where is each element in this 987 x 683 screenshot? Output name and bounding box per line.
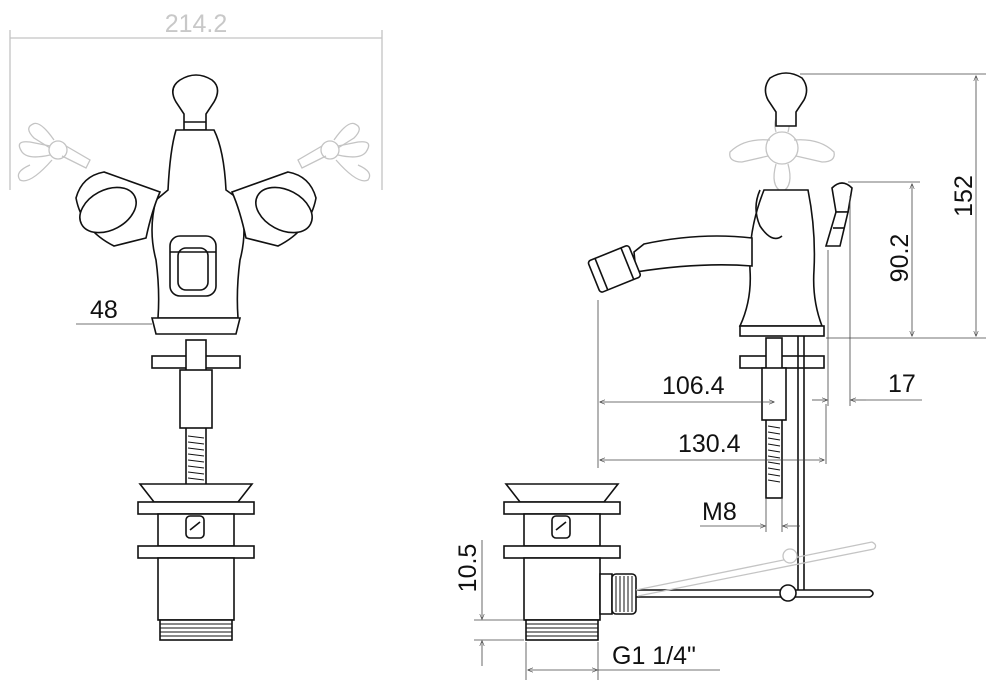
spout-reach-dimension: 106.4: [597, 300, 774, 468]
base-diameter-label: 48: [90, 296, 118, 324]
ghost-linkage: [635, 541, 877, 597]
overall-width-label: 214.2: [165, 10, 228, 38]
front-stud-thread: [187, 435, 205, 481]
side-pop-up-knob: [824, 182, 853, 247]
front-pop-up-waste: [137, 483, 255, 641]
waste-height-label: 10.5: [454, 544, 482, 593]
base-diameter-dimension: 48: [76, 296, 152, 325]
stud-thread-label: M8: [702, 498, 737, 526]
side-view: 152 90.2 17 106.4 130.4: [454, 72, 986, 680]
pop-up-offset-label: 17: [888, 370, 916, 398]
waste-reach-label: 130.4: [678, 430, 741, 458]
overall-width-dimension: 214.2: [9, 10, 383, 190]
spout-height-label: 90.2: [886, 234, 914, 283]
spout-height-dimension: 90.2: [848, 181, 920, 336]
side-lever-knob: [764, 72, 808, 127]
ghost-cross-handle-left: [17, 122, 91, 182]
total-height-dimension: 152: [800, 73, 986, 339]
waste-thread-label: G1 1/4": [612, 642, 696, 670]
total-height-label: 152: [950, 175, 978, 217]
side-spout: [633, 235, 753, 273]
side-spray-head: [587, 245, 642, 293]
stud-thread-dimension: M8: [700, 498, 800, 532]
pop-up-linkage: [636, 584, 874, 602]
front-view: 214.2: [9, 10, 383, 641]
side-base-flange: [739, 325, 825, 337]
side-pop-up-waste: [503, 483, 637, 641]
lever-knob: [172, 74, 219, 131]
front-base-flange: [150, 317, 242, 335]
waste-reach-dimension: 130.4: [600, 404, 827, 464]
ghost-cross-handle-right: [297, 122, 371, 182]
waste-thread-dimension: G1 1/4": [525, 642, 720, 680]
spout-reach-label: 106.4: [662, 372, 725, 400]
waste-height-dimension: 10.5: [454, 540, 524, 666]
pop-up-offset-dimension: 17: [812, 370, 922, 400]
